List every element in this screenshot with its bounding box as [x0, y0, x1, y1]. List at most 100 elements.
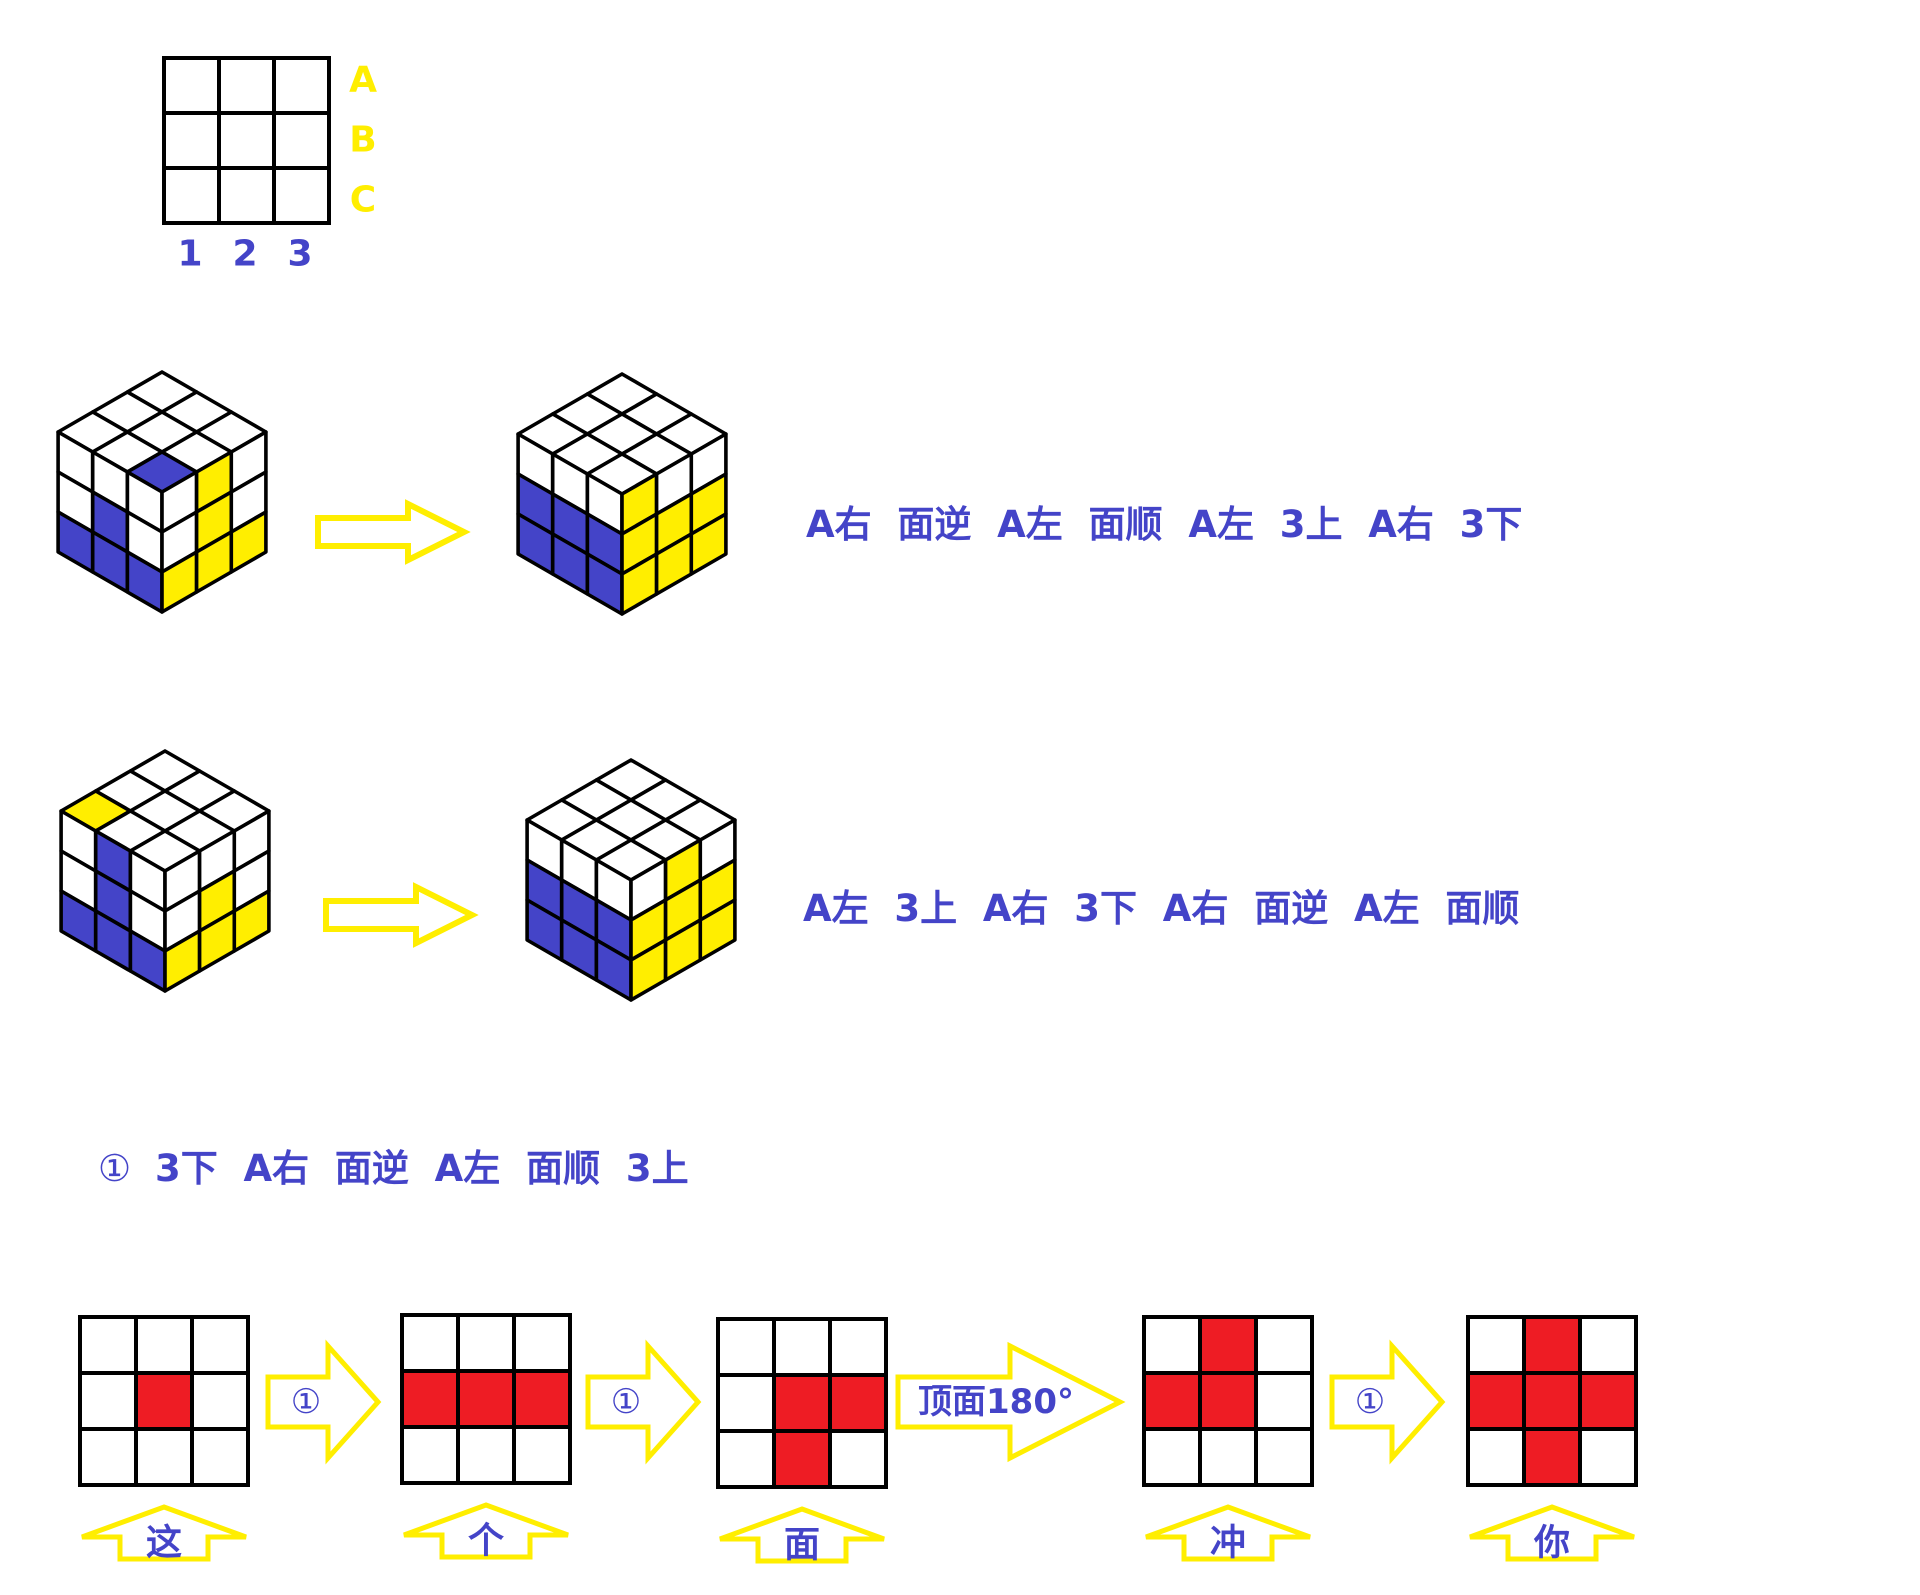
top-face-cell — [716, 1317, 776, 1377]
step-label: 这 — [146, 1523, 182, 1564]
top-face-cell — [1254, 1371, 1314, 1431]
up-arrow — [1469, 1504, 1635, 1562]
case-2-moves: A左 3上 A右 3下 A右 面逆 A左 面顺 — [803, 887, 1520, 930]
top-face-cell — [828, 1429, 888, 1489]
cross-step-4: 冲 — [1142, 1315, 1314, 1564]
case-1-before-cube — [56, 370, 268, 614]
step-arrow-3: 顶面180° — [895, 1341, 1126, 1463]
step-arrow-marker: ① — [611, 1382, 641, 1422]
top-face-cell — [456, 1369, 516, 1429]
top-face-cell — [1198, 1315, 1258, 1375]
top-face-cell — [1466, 1315, 1526, 1375]
step-arrow-shape — [895, 1341, 1126, 1463]
legend-cell — [217, 111, 276, 170]
transition-arrow — [315, 499, 471, 565]
cube-right-sticker — [232, 889, 271, 953]
step-arrow-1: ① — [265, 1339, 382, 1465]
top-face-cell — [190, 1427, 250, 1487]
top-face-cell — [1578, 1427, 1638, 1487]
step-arrow-shape — [265, 1339, 382, 1465]
legend-col-label: 3 — [287, 234, 312, 275]
cross-step-5: 你 — [1466, 1315, 1638, 1564]
case-2-before-cube — [59, 749, 271, 993]
top-face-cell — [78, 1315, 138, 1375]
cube-right-sticker — [229, 510, 268, 574]
case-1-transition-arrow — [315, 499, 471, 565]
cube-right-sticker — [689, 512, 728, 576]
case-1-after-cube — [516, 372, 728, 616]
legend-cell — [162, 56, 221, 115]
case-2-after-cube — [525, 758, 737, 1002]
top-face-cell — [1578, 1315, 1638, 1375]
top-face-cell — [716, 1429, 776, 1489]
top-face-cell — [134, 1427, 194, 1487]
top-face-cell — [1142, 1371, 1202, 1431]
top-face-cell — [1198, 1371, 1258, 1431]
top-face-cell — [716, 1373, 776, 1433]
top-face-cell — [1522, 1427, 1582, 1487]
top-face-cell — [828, 1317, 888, 1377]
top-face-cell — [1254, 1315, 1314, 1375]
top-face-cell — [1578, 1371, 1638, 1431]
top-face-cell — [134, 1315, 194, 1375]
top-face-cell — [400, 1425, 460, 1485]
top-face-cell — [400, 1313, 460, 1373]
legend-row-label: A — [349, 60, 377, 101]
top-face-cell — [1254, 1427, 1314, 1487]
legend-col-label: 1 — [177, 234, 202, 275]
top-face-cell — [190, 1371, 250, 1431]
legend-cell — [162, 166, 221, 225]
legend-row-label: B — [349, 120, 376, 161]
step-label: 个 — [468, 1521, 504, 1562]
top-face-cell — [772, 1429, 832, 1489]
top-face-cell — [456, 1425, 516, 1485]
step-arrow-shape — [1329, 1339, 1446, 1465]
top-face-cell — [190, 1315, 250, 1375]
top-face-cell — [772, 1373, 832, 1433]
legend-cell — [272, 166, 331, 225]
legend-cell — [217, 56, 276, 115]
case-2-transition-arrow — [323, 882, 479, 948]
top-face-cell — [512, 1369, 572, 1429]
top-face-cell — [1142, 1427, 1202, 1487]
legend-cell — [217, 166, 276, 225]
top-face-cell — [1466, 1371, 1526, 1431]
top-face-cell — [78, 1371, 138, 1431]
step-arrow-marker: ① — [1355, 1382, 1385, 1422]
cross-step-3: 面 — [716, 1317, 888, 1566]
step-arrow-marker: ① — [291, 1382, 321, 1422]
top-face-cell — [772, 1317, 832, 1377]
top-face-cell — [1522, 1315, 1582, 1375]
step-label: 冲 — [1210, 1523, 1246, 1564]
case-1-moves: A右 面逆 A左 面顺 A左 3上 A右 3下 — [806, 503, 1523, 546]
up-arrow — [1145, 1504, 1311, 1562]
up-arrow — [719, 1506, 885, 1564]
step-arrow-4: ① — [1329, 1339, 1446, 1465]
up-arrow — [403, 1502, 569, 1560]
step-arrow-2: ① — [585, 1339, 702, 1465]
cross-step-1: 这 — [78, 1315, 250, 1564]
top-face-cell — [456, 1313, 516, 1373]
up-arrow — [81, 1504, 247, 1562]
step-arrow-shape — [585, 1339, 702, 1465]
legend-cell — [272, 56, 331, 115]
formula-marker: ① — [98, 1147, 132, 1190]
top-face-cell — [1522, 1371, 1582, 1431]
top-face-cell — [1142, 1315, 1202, 1375]
legend-cell — [272, 111, 331, 170]
legend-col-label: 2 — [232, 234, 257, 275]
step-label: 面 — [784, 1525, 820, 1566]
top-face-cell — [78, 1427, 138, 1487]
step-arrow-label: 顶面180° — [918, 1382, 1074, 1422]
top-face-cell — [1466, 1427, 1526, 1487]
top-cross-sequence: 这 个 面 冲 你 ① ① 顶面180° ① — [78, 1313, 1638, 1566]
top-face-cell — [134, 1371, 194, 1431]
cube-right-sticker — [698, 898, 737, 962]
transition-arrow — [323, 882, 479, 948]
formula-moves: 3下 A右 面逆 A左 面顺 3上 — [155, 1147, 689, 1190]
cross-step-2: 个 — [400, 1313, 572, 1562]
top-face-cell — [512, 1425, 572, 1485]
legend-row-label: C — [350, 180, 376, 221]
